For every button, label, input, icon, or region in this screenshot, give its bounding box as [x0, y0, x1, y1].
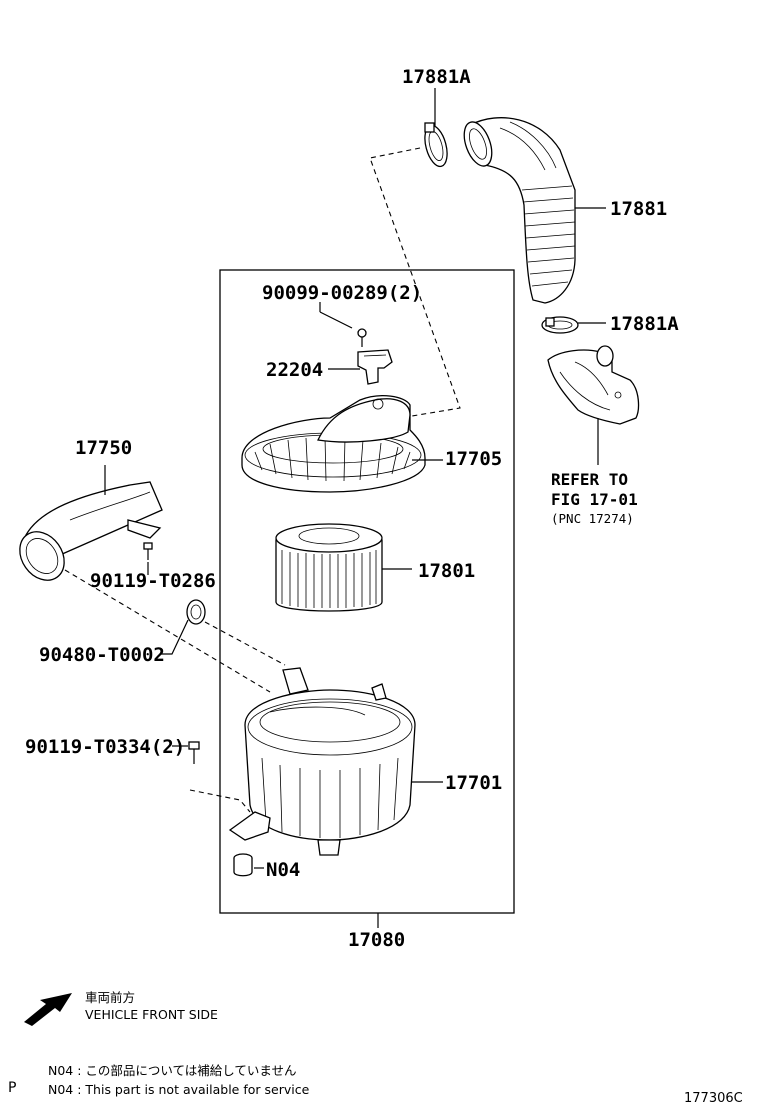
label-sensor: 22204: [266, 359, 323, 381]
label-grommet: 90480-T0002: [39, 644, 165, 666]
label-cap: 17705: [445, 448, 502, 470]
n04-part[interactable]: [233, 853, 253, 877]
label-inlet-bolt: 90119-T0286: [90, 570, 216, 592]
air-cleaner-cap-part[interactable]: [241, 395, 426, 493]
air-hose-part[interactable]: [459, 117, 576, 304]
refer-line2: FIG 17-01: [551, 490, 638, 509]
label-case-bolt: 90119-T0334(2): [25, 736, 185, 758]
direction-jp: 車両前方: [85, 990, 135, 1005]
air-flow-sensor-part[interactable]: [357, 349, 393, 385]
label-case: 17701: [445, 772, 502, 794]
label-sensor-screw: 90099-00289(2): [262, 282, 422, 304]
air-inlet-part[interactable]: [11, 481, 163, 589]
grommet-part[interactable]: [186, 599, 206, 625]
case-bolt-part[interactable]: [188, 741, 200, 764]
label-n04: N04: [266, 859, 300, 881]
direction-en: VEHICLE FRONT SIDE: [85, 1007, 218, 1022]
note-en: N04 : This part is not available for ser…: [48, 1082, 310, 1097]
inlet-bolt-part[interactable]: [143, 542, 153, 560]
label-hose-clamp-top: 17881A: [402, 66, 471, 88]
filter-element-part[interactable]: [275, 523, 383, 612]
label-inlet: 17750: [75, 437, 132, 459]
sensor-screw-part[interactable]: [357, 328, 367, 347]
label-hose: 17881: [610, 198, 667, 220]
air-cleaner-case-part[interactable]: [228, 667, 416, 856]
label-assy: 17080: [348, 929, 405, 951]
assembly-box: [219, 269, 515, 914]
referenced-duct-part[interactable]: [547, 345, 640, 425]
figure-id: 177306C: [684, 1091, 743, 1106]
corner-mark: P: [8, 1080, 16, 1096]
refer-line1: REFER TO: [551, 470, 628, 489]
hose-clamp-bottom-part[interactable]: [541, 316, 579, 334]
note-jp: N04 : この部品については補給していません: [48, 1063, 297, 1078]
label-hose-clamp-bottom: 17881A: [610, 313, 679, 335]
front-direction-arrow-icon: [24, 993, 72, 1026]
hose-clamp-top-part[interactable]: [421, 122, 451, 169]
label-element: 17801: [418, 560, 475, 582]
refer-line3: (PNC 17274): [551, 511, 634, 526]
